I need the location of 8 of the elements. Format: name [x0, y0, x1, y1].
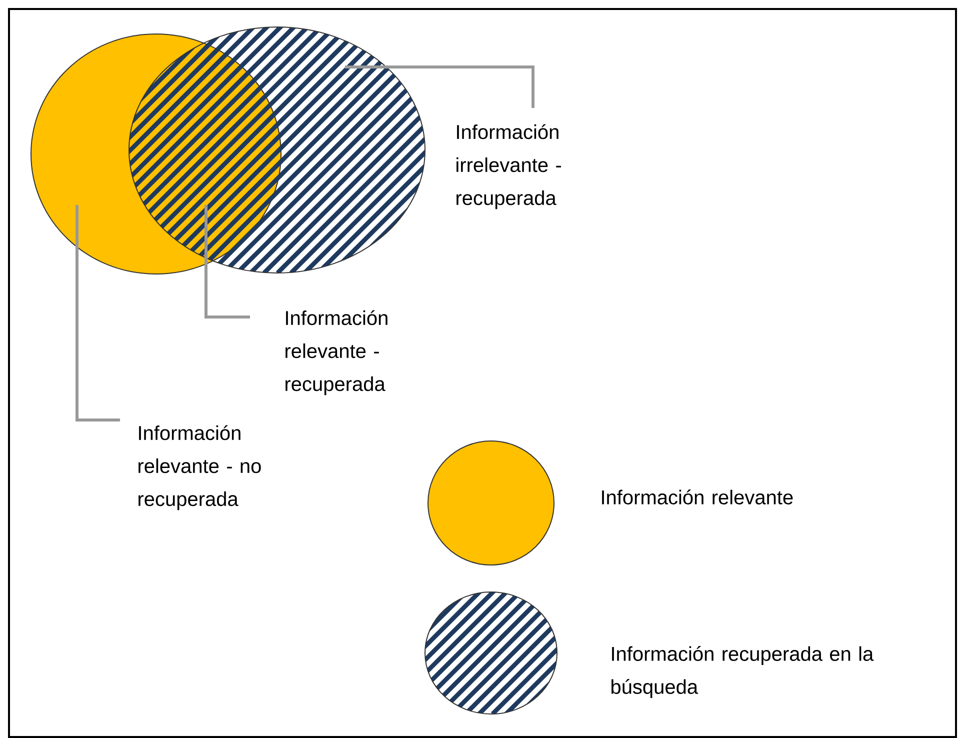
- legend-label: Información recuperada en la búsqueda: [612, 646, 874, 698]
- leader-line: [76, 205, 120, 422]
- leader-line: [204, 205, 250, 318]
- callout-label: Información relevante - recuperada: [286, 310, 388, 396]
- hatched-ellipse: [128, 26, 426, 274]
- leader-line: [345, 66, 534, 108]
- callout-label: Información relevante - no recuperada: [138, 425, 261, 510]
- legend-label: Información relevante: [602, 490, 793, 504]
